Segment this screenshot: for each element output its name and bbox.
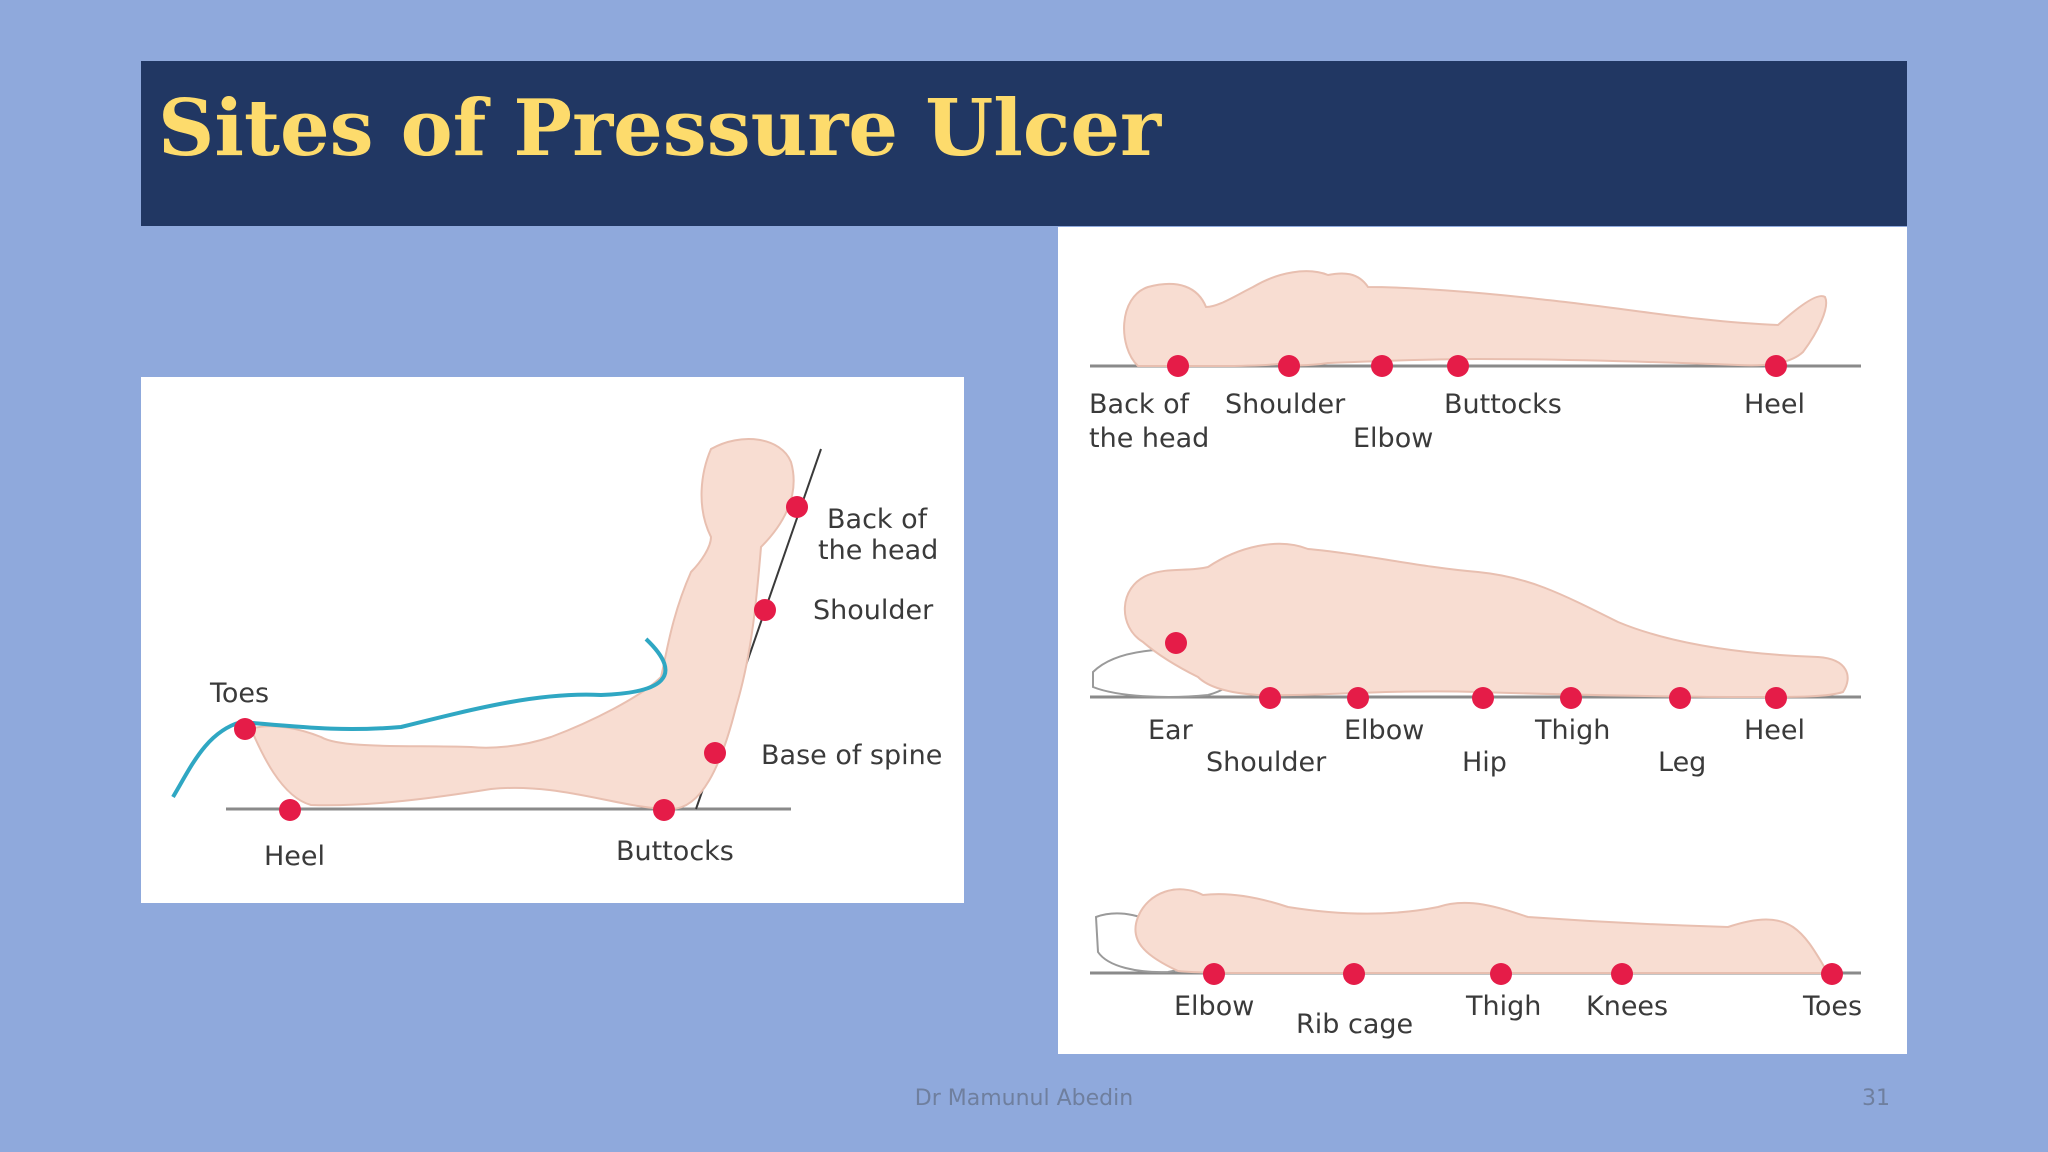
supine-position: Back of the head Shoulder Elbow Buttocks… bbox=[1089, 270, 1861, 454]
supine-label-heel: Heel bbox=[1744, 389, 1805, 420]
supine-label-elbow: Elbow bbox=[1353, 423, 1433, 454]
prone-label-elbow: Elbow bbox=[1174, 991, 1254, 1022]
prone-point-knees bbox=[1611, 963, 1633, 985]
prone-body bbox=[1134, 888, 1830, 975]
lateral-label-thigh: Thigh bbox=[1534, 715, 1610, 746]
footer-author: Dr Mamunul Abedin bbox=[914, 1086, 1134, 1111]
prone-point-elbow bbox=[1203, 963, 1225, 985]
sheet-line bbox=[171, 637, 668, 799]
lateral-point-shoulder bbox=[1259, 687, 1281, 709]
reclined-position-diagram: Back of the head Shoulder Toes Base of s… bbox=[141, 377, 964, 903]
prone-point-toes bbox=[1821, 963, 1843, 985]
lateral-point-leg bbox=[1669, 687, 1691, 709]
lying-positions-diagram: Back of the head Shoulder Elbow Buttocks… bbox=[1058, 227, 1907, 1054]
label-heel: Heel bbox=[264, 841, 325, 872]
pressure-point-back-of-head bbox=[786, 496, 808, 518]
lateral-body bbox=[1123, 542, 1849, 699]
page-number: 31 bbox=[1862, 1086, 1890, 1111]
supine-point-heel bbox=[1765, 355, 1787, 377]
lateral-point-ear bbox=[1165, 632, 1187, 654]
lateral-position: Ear Shoulder Elbow Hip Thigh Leg Heel bbox=[1090, 542, 1861, 778]
lateral-point-heel bbox=[1765, 687, 1787, 709]
supine-body bbox=[1123, 270, 1828, 367]
prone-label-rib-cage: Rib cage bbox=[1296, 1009, 1413, 1040]
supine-point-buttocks bbox=[1447, 355, 1469, 377]
label-back-of-head-line1: Back of bbox=[827, 504, 929, 535]
pressure-point-base-of-spine bbox=[704, 742, 726, 764]
prone-label-toes: Toes bbox=[1802, 991, 1862, 1022]
lateral-point-elbow bbox=[1347, 687, 1369, 709]
title-bar: Sites of Pressure Ulcer bbox=[141, 61, 1907, 226]
lateral-label-leg: Leg bbox=[1658, 747, 1706, 778]
prone-label-thigh: Thigh bbox=[1465, 991, 1541, 1022]
supine-label-back-of-head-line2: the head bbox=[1089, 423, 1209, 454]
pressure-point-heel bbox=[279, 799, 301, 821]
label-shoulder: Shoulder bbox=[813, 595, 934, 626]
lateral-label-elbow: Elbow bbox=[1344, 715, 1424, 746]
lateral-label-ear: Ear bbox=[1148, 715, 1194, 746]
label-back-of-head-line2: the head bbox=[818, 535, 938, 566]
lateral-label-heel: Heel bbox=[1744, 715, 1805, 746]
prone-point-thigh bbox=[1490, 963, 1512, 985]
supine-point-elbow bbox=[1371, 355, 1393, 377]
supine-label-shoulder: Shoulder bbox=[1225, 389, 1346, 420]
label-base-of-spine: Base of spine bbox=[761, 740, 942, 771]
prone-label-knees: Knees bbox=[1586, 991, 1668, 1022]
supine-label-back-of-head-line1: Back of bbox=[1089, 389, 1191, 420]
pressure-point-shoulder bbox=[754, 599, 776, 621]
reclined-body bbox=[249, 438, 795, 811]
prone-point-rib-cage bbox=[1343, 963, 1365, 985]
pressure-point-toes bbox=[234, 718, 256, 740]
lateral-point-thigh bbox=[1560, 687, 1582, 709]
lateral-point-hip bbox=[1472, 687, 1494, 709]
label-buttocks: Buttocks bbox=[616, 836, 734, 867]
supine-point-back-of-head bbox=[1167, 355, 1189, 377]
prone-position: Elbow Rib cage Thigh Knees Toes bbox=[1090, 888, 1862, 1040]
slide-title: Sites of Pressure Ulcer bbox=[158, 83, 1162, 174]
reclined-figure-illustration: Back of the head Shoulder Toes Base of s… bbox=[171, 438, 942, 872]
lateral-label-hip: Hip bbox=[1462, 747, 1507, 778]
pressure-point-buttocks bbox=[653, 799, 675, 821]
label-toes: Toes bbox=[209, 678, 269, 709]
supine-label-buttocks: Buttocks bbox=[1444, 389, 1562, 420]
lying-figures-illustration: Back of the head Shoulder Elbow Buttocks… bbox=[1089, 270, 1862, 1040]
lateral-label-shoulder: Shoulder bbox=[1206, 747, 1327, 778]
supine-point-shoulder bbox=[1278, 355, 1300, 377]
